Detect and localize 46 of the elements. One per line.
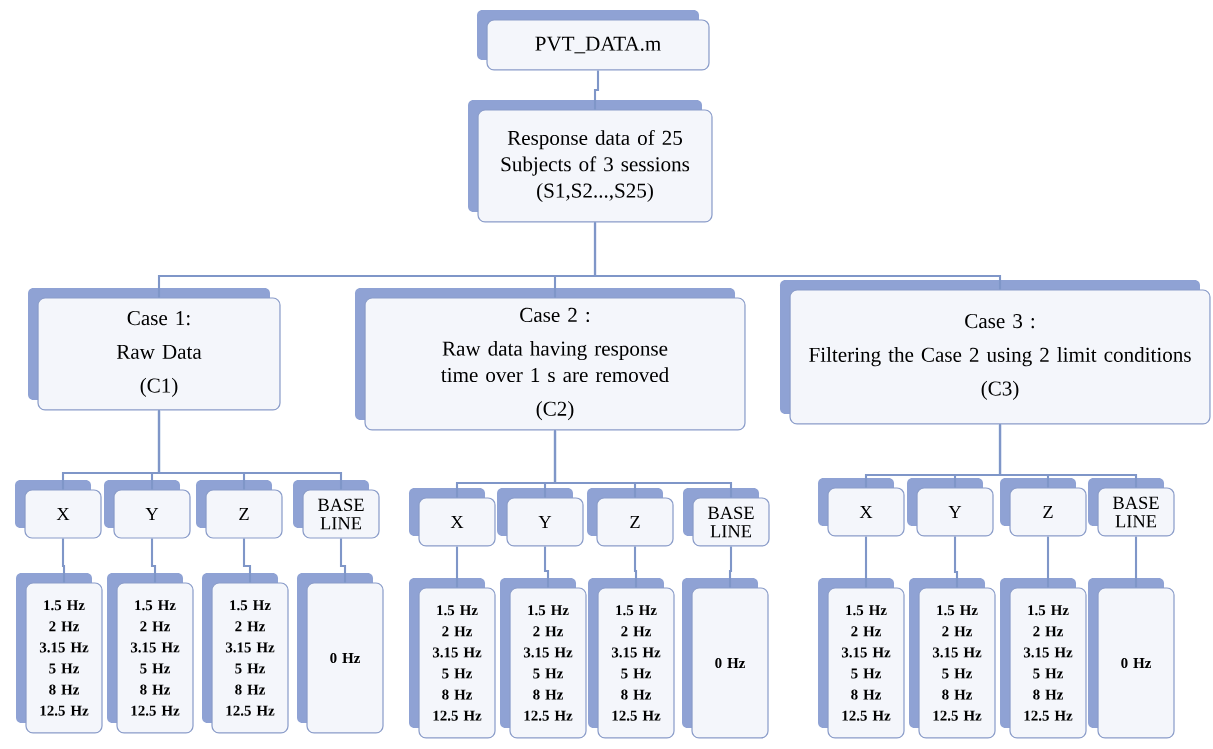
process-box: PVT_DATA.m: [477, 10, 710, 71]
process-box: 0 Hz: [1088, 578, 1175, 739]
connector-line: [543, 546, 550, 588]
process-box: 1.5 Hz 2 Hz 3.15 Hz 5 Hz 8 Hz 12.5 Hz: [500, 578, 587, 739]
process-box: 1.5 Hz 2 Hz 3.15 Hz 5 Hz 8 Hz 12.5 Hz: [16, 573, 103, 734]
process-box: 1.5 Hz 2 Hz 3.15 Hz 5 Hz 8 Hz 12.5 Hz: [409, 578, 496, 739]
process-box: X: [818, 478, 905, 537]
process-box: Z: [587, 488, 674, 547]
connector-line: [157, 410, 343, 490]
process-box: 1.5 Hz 2 Hz 3.15 Hz 5 Hz 8 Hz 12.5 Hz: [202, 573, 289, 734]
connector-line: [633, 546, 638, 588]
connector-line: [864, 536, 868, 588]
connector-line: [553, 430, 733, 498]
process-box: BASE LINE: [1088, 478, 1175, 537]
process-box: Z: [1000, 478, 1087, 537]
connector-line: [455, 546, 459, 588]
process-box: Case 2 : Raw data having response time over 1 s are removed (C2): [355, 288, 746, 431]
connector-line: [953, 536, 959, 588]
process-box: BASE LINE: [293, 480, 380, 539]
process-box: 1.5 Hz 2 Hz 3.15 Hz 5 Hz 8 Hz 12.5 Hz: [107, 573, 194, 734]
connector-line: [593, 222, 1002, 290]
connector-line: [728, 546, 733, 588]
connector-line: [593, 70, 600, 110]
connector-line: [1134, 536, 1138, 588]
process-box: 0 Hz: [297, 573, 384, 734]
process-box: Case 3 : Filtering the Case 2 using 2 limit conditions (C3): [780, 280, 1211, 425]
connector-line: [61, 538, 66, 583]
process-box: Y: [907, 478, 994, 537]
process-box: X: [15, 480, 102, 539]
process-box: Response data of 25 Subjects of 3 sessions (S1,S2...,S25): [468, 100, 713, 223]
process-box: Y: [104, 480, 191, 539]
process-box: 1.5 Hz 2 Hz 3.15 Hz 5 Hz 8 Hz 12.5 Hz: [588, 578, 675, 739]
connector-line: [998, 424, 1138, 488]
connector-line: [150, 538, 157, 583]
connector-line: [242, 538, 252, 583]
process-box: X: [409, 488, 496, 547]
process-box: Y: [497, 488, 584, 547]
connector-line: [339, 538, 347, 583]
process-box: 1.5 Hz 2 Hz 3.15 Hz 5 Hz 8 Hz 12.5 Hz: [1000, 578, 1087, 739]
process-box: 0 Hz: [682, 578, 769, 739]
process-box: Z: [196, 480, 283, 539]
connector-line: [1046, 536, 1050, 588]
process-box: BASE LINE: [683, 488, 770, 547]
process-box: 1.5 Hz 2 Hz 3.15 Hz 5 Hz 8 Hz 12.5 Hz: [909, 578, 996, 739]
process-box: 1.5 Hz 2 Hz 3.15 Hz 5 Hz 8 Hz 12.5 Hz: [818, 578, 905, 739]
process-box: Case 1: Raw Data (C1): [28, 288, 281, 411]
